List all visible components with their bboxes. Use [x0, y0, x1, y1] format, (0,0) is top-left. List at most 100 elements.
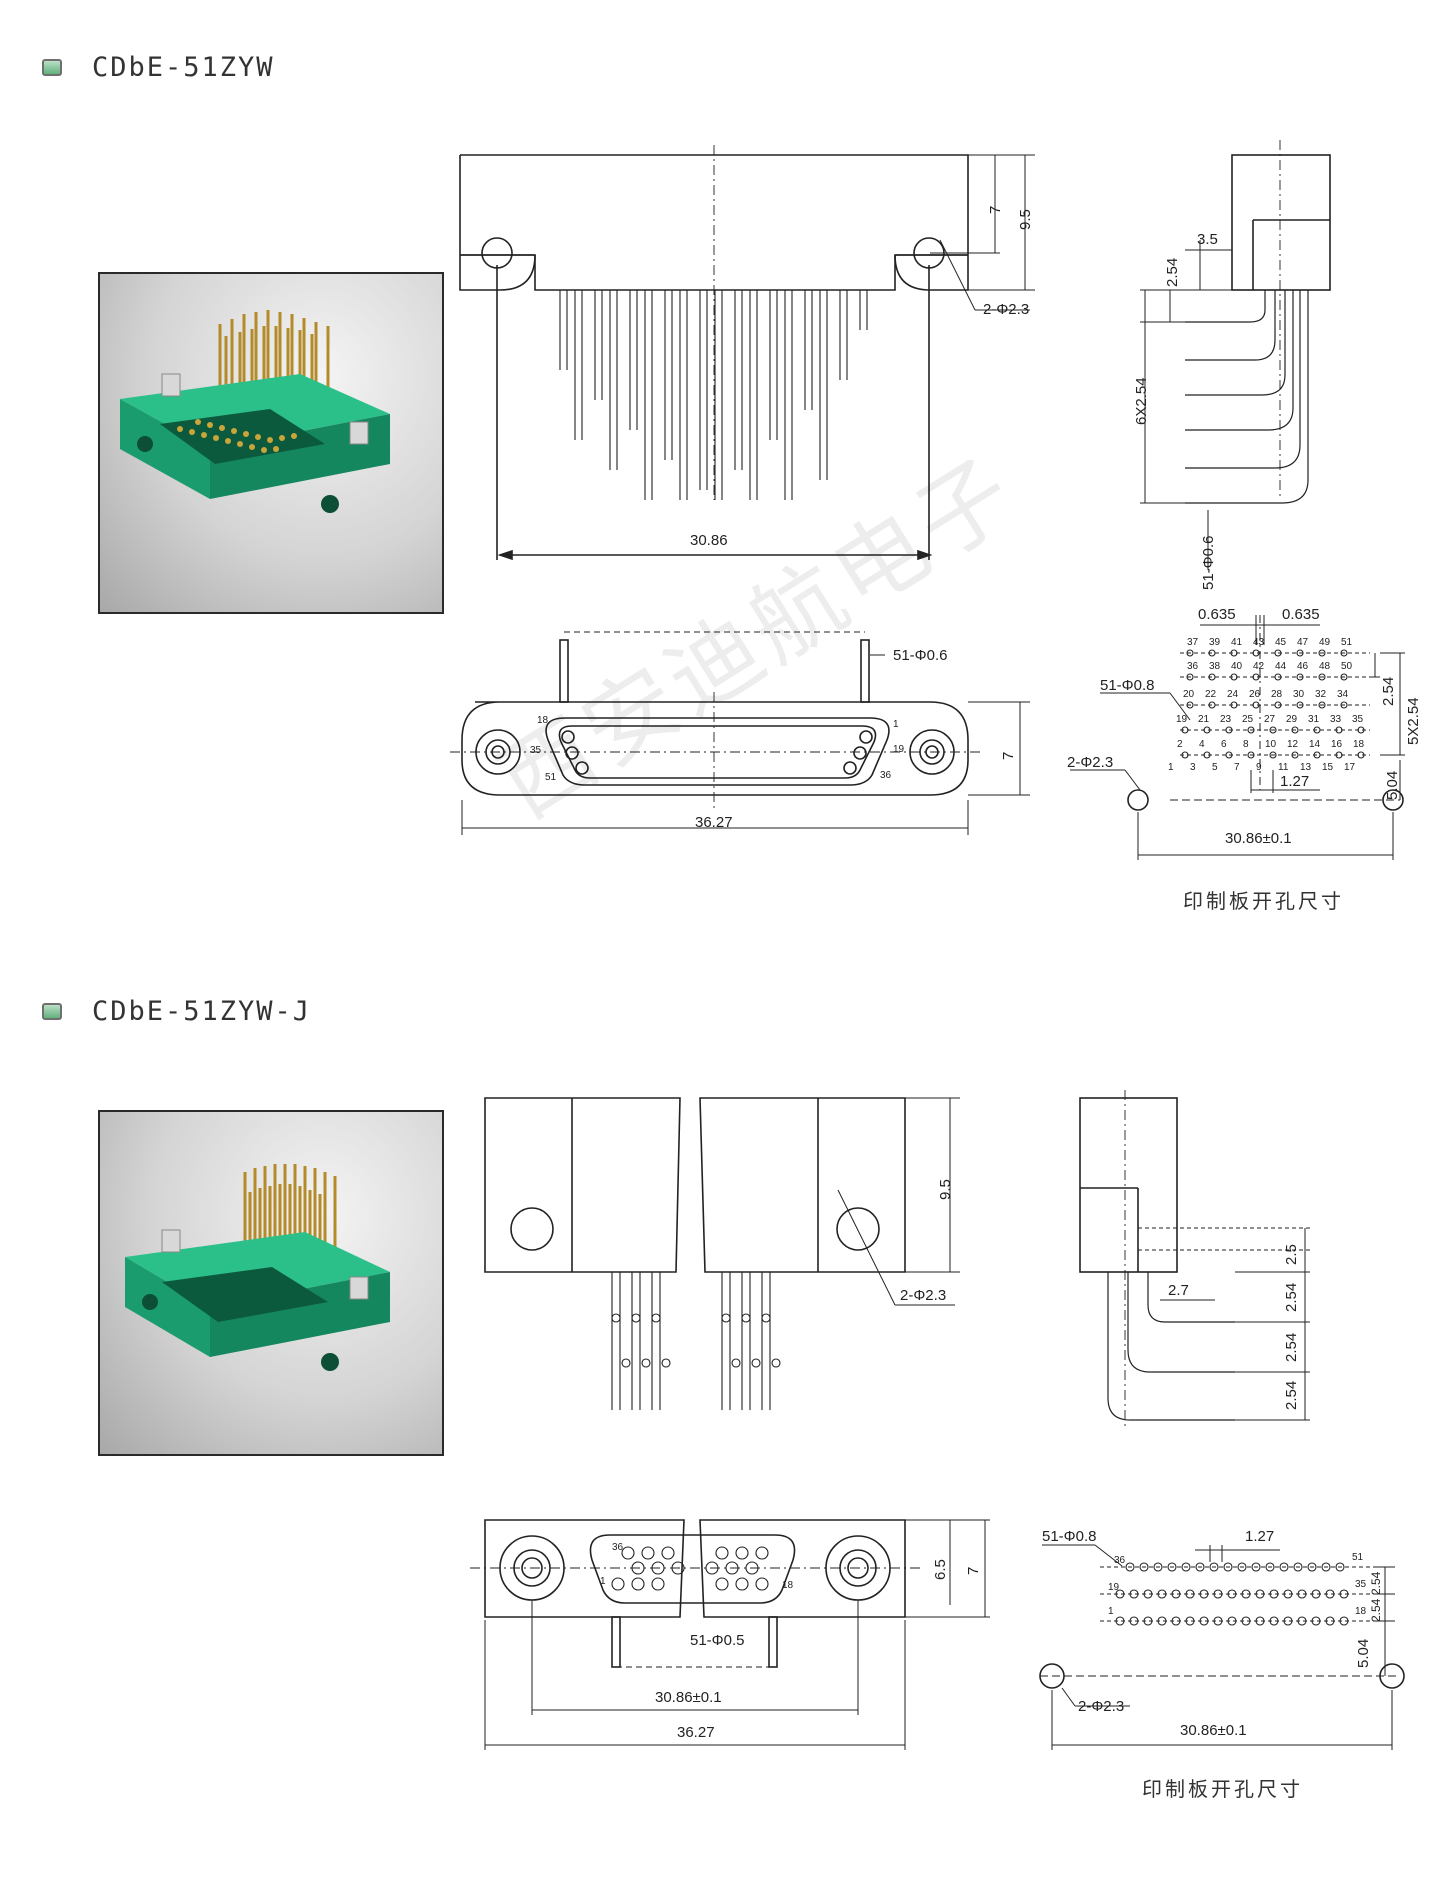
- side-view-1: [1140, 140, 1331, 570]
- pcb-pin-label: 2: [1177, 739, 1183, 750]
- pcb-hole: [1209, 1562, 1219, 1572]
- dim-front-h95: 9.5: [1017, 209, 1034, 230]
- pcb-hole: [1167, 1562, 1177, 1572]
- pcb-pin-label: 18: [1353, 739, 1365, 750]
- pcb-pin-label: 21: [1198, 714, 1210, 725]
- connector-photo-illustration-2: [125, 1164, 390, 1371]
- section-title-2: CDbE-51ZYW-J: [42, 996, 311, 1027]
- pcb-hole: [1241, 1616, 1251, 1626]
- pcb-hole: [1237, 1562, 1247, 1572]
- pcb-pin-label: 24: [1227, 689, 1239, 700]
- dim-pitch-width: 30.86: [690, 532, 728, 549]
- pcb-caption-2: 印制板开孔尺寸: [1142, 1777, 1303, 1801]
- side-view-2: [1079, 1090, 1310, 1430]
- pin-label-51: 51: [545, 772, 557, 783]
- pcb-pin-label: 8: [1243, 739, 1249, 750]
- pin-label-35: 35: [530, 745, 542, 756]
- connector-photo-illustration: [120, 310, 390, 513]
- pcb-hole: [1311, 1616, 1321, 1626]
- pcb-pin-label: 34: [1337, 689, 1349, 700]
- section-title-text: CDbE-51ZYW: [92, 52, 275, 83]
- dim-front-h95-2: 9.5: [937, 1179, 954, 1200]
- pcb-hole: [1269, 1589, 1279, 1599]
- pcb-pin-label: 16: [1331, 739, 1343, 750]
- pcb-pin-label: 29: [1286, 714, 1298, 725]
- dim-bottom-width-2: 36.27: [677, 1724, 715, 1741]
- pcb-pin-label: 49: [1319, 637, 1331, 648]
- pcb-hole: [1227, 1589, 1237, 1599]
- pcb-pin-label: 7: [1234, 762, 1240, 773]
- bottom-view-1: [450, 631, 1030, 835]
- dim-side-35: 3.5: [1197, 231, 1218, 248]
- pin-label-36-2: 36: [612, 1542, 624, 1553]
- pcb-pin-label: 6: [1221, 739, 1227, 750]
- pcb-hole: [1157, 1616, 1167, 1626]
- pcb-hole: [1129, 1589, 1139, 1599]
- dim-side-6x254: 6X2.54: [1133, 377, 1150, 425]
- section-bullet-icon: [42, 1003, 62, 1020]
- dim-side-25: 2.5: [1283, 1244, 1300, 1265]
- dim-hole-2: 2-Φ2.3: [900, 1287, 946, 1304]
- section-bullet-icon: [42, 59, 62, 76]
- pcb-pin-label: 31: [1308, 714, 1320, 725]
- dim-pcb-254a-2: 2.54: [1369, 1571, 1383, 1595]
- pcb-pin-label: 5: [1212, 762, 1218, 773]
- pcb-hole: [1339, 1589, 1349, 1599]
- pcb-hole: [1335, 1562, 1345, 1572]
- pcb-hole: [1181, 1562, 1191, 1572]
- pcb-hole: [1129, 1616, 1139, 1626]
- pcb-hole: [1297, 1589, 1307, 1599]
- dim-pcb-mount-2: 2-Φ2.3: [1078, 1698, 1124, 1715]
- pcb-hole: [1171, 1589, 1181, 1599]
- dim-pcb-504-2: 5.04: [1355, 1639, 1372, 1668]
- pcb-pin-label: 51: [1341, 637, 1353, 648]
- dim-bottom-width: 36.27: [695, 814, 733, 831]
- pcb-layout-2: [1039, 1544, 1405, 1750]
- dim-bottom-7: 7: [965, 1567, 982, 1575]
- pcb-hole: [1227, 1616, 1237, 1626]
- pcb-hole: [1143, 1589, 1153, 1599]
- product-photo-2: [98, 1110, 444, 1456]
- pcb-label-18-2: 18: [1355, 1606, 1367, 1617]
- dim-hole: 2-Φ2.3: [983, 301, 1029, 318]
- pcb-pin-label: 9: [1256, 762, 1262, 773]
- pin-label-1-2: 1: [600, 1576, 606, 1587]
- pcb-pin-label: 30: [1293, 689, 1305, 700]
- dim-bottom-pin: 51-Φ0.6: [893, 647, 948, 664]
- pcb-pin-label: 28: [1271, 689, 1283, 700]
- pcb-pin-label: 46: [1297, 661, 1309, 672]
- pcb-pin-label: 33: [1330, 714, 1342, 725]
- pcb-pin-label: 44: [1275, 661, 1287, 672]
- pcb-pin-label: 26: [1249, 689, 1261, 700]
- pcb-pin-label: 23: [1220, 714, 1232, 725]
- dim-side-254: 2.54: [1164, 258, 1181, 287]
- front-view-1: [459, 145, 1035, 561]
- pcb-hole: [1185, 1589, 1195, 1599]
- pcb-pin-label: 20: [1183, 689, 1195, 700]
- pcb-hole: [1265, 1562, 1275, 1572]
- pin-label-1: 1: [893, 719, 899, 730]
- pcb-label-51-2: 51: [1352, 1552, 1364, 1563]
- pcb-pin-label: 50: [1341, 661, 1353, 672]
- pcb-hole: [1241, 1589, 1251, 1599]
- pcb-hole: [1297, 1616, 1307, 1626]
- pcb-pin-label: 40: [1231, 661, 1243, 672]
- dim-pcb-127: 1.27: [1280, 773, 1309, 790]
- pcb-hole: [1255, 1616, 1265, 1626]
- pcb-caption-1: 印制板开孔尺寸: [1183, 889, 1344, 913]
- pcb-hole: [1325, 1589, 1335, 1599]
- dim-pcb-hole: 51-Φ0.8: [1100, 677, 1155, 694]
- pcb-hole: [1293, 1562, 1303, 1572]
- pcb-pin-label: 39: [1209, 637, 1221, 648]
- pcb-hole: [1251, 1562, 1261, 1572]
- pcb-pin-label: 47: [1297, 637, 1309, 648]
- pcb-hole: [1325, 1616, 1335, 1626]
- pcb-hole: [1115, 1589, 1125, 1599]
- dim-bottom-pitch-2: 30.86±0.1: [655, 1689, 722, 1706]
- dim-pcb-5x254: 5X2.54: [1405, 697, 1422, 745]
- dim-pcb-width: 30.86±0.1: [1225, 830, 1292, 847]
- pcb-hole: [1255, 1589, 1265, 1599]
- dim-pcb-254b-2: 2.54: [1369, 1598, 1383, 1622]
- pcb-label-1-2: 1: [1108, 1606, 1114, 1617]
